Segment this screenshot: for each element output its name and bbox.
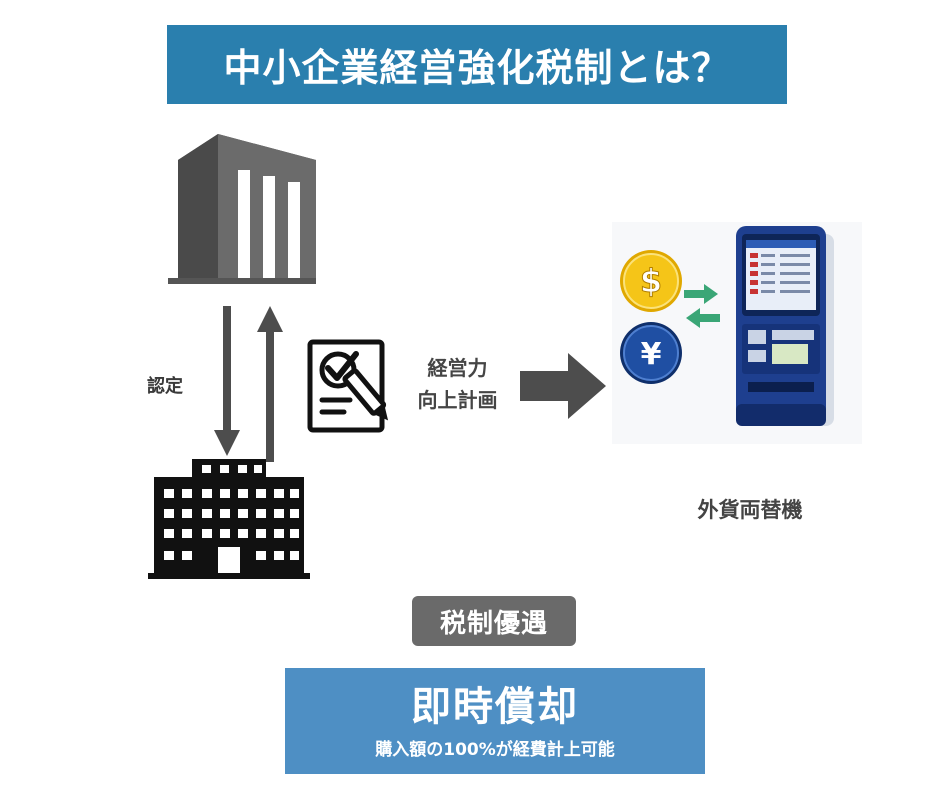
dollar-coin-icon: $ — [620, 250, 682, 312]
equipment-label: 外貨両替機 — [697, 498, 803, 522]
certification-label: 認定 — [147, 376, 183, 397]
benefit-title: 即時償却 — [411, 683, 579, 730]
company-building-icon — [148, 459, 310, 579]
arrow-down-icon — [214, 306, 240, 456]
plan-label-line2: 向上計画 — [417, 388, 498, 412]
checklist-document-icon — [307, 339, 389, 433]
arrow-up-icon — [257, 306, 283, 462]
dollar-symbol: $ — [640, 262, 662, 300]
benefit-subtitle: 購入額の100%が経費計上可能 — [375, 739, 615, 760]
yen-coin-icon: ¥ — [620, 322, 682, 384]
exchange-arrows-icon — [684, 284, 720, 328]
page-title: 中小企業経営強化税制とは？ — [167, 25, 787, 104]
currency-exchange-machine-icon — [736, 226, 834, 426]
plan-label-line1: 経営力 — [427, 356, 488, 380]
yen-symbol: ¥ — [641, 337, 662, 372]
right-arrow-icon — [520, 353, 606, 419]
management-plan-label: 経営力 向上計画 — [405, 352, 510, 416]
benefit-box: 即時償却 購入額の100%が経費計上可能 — [285, 668, 705, 774]
government-building-icon — [168, 134, 316, 284]
tax-incentive-badge: 税制優遇 — [412, 596, 576, 646]
